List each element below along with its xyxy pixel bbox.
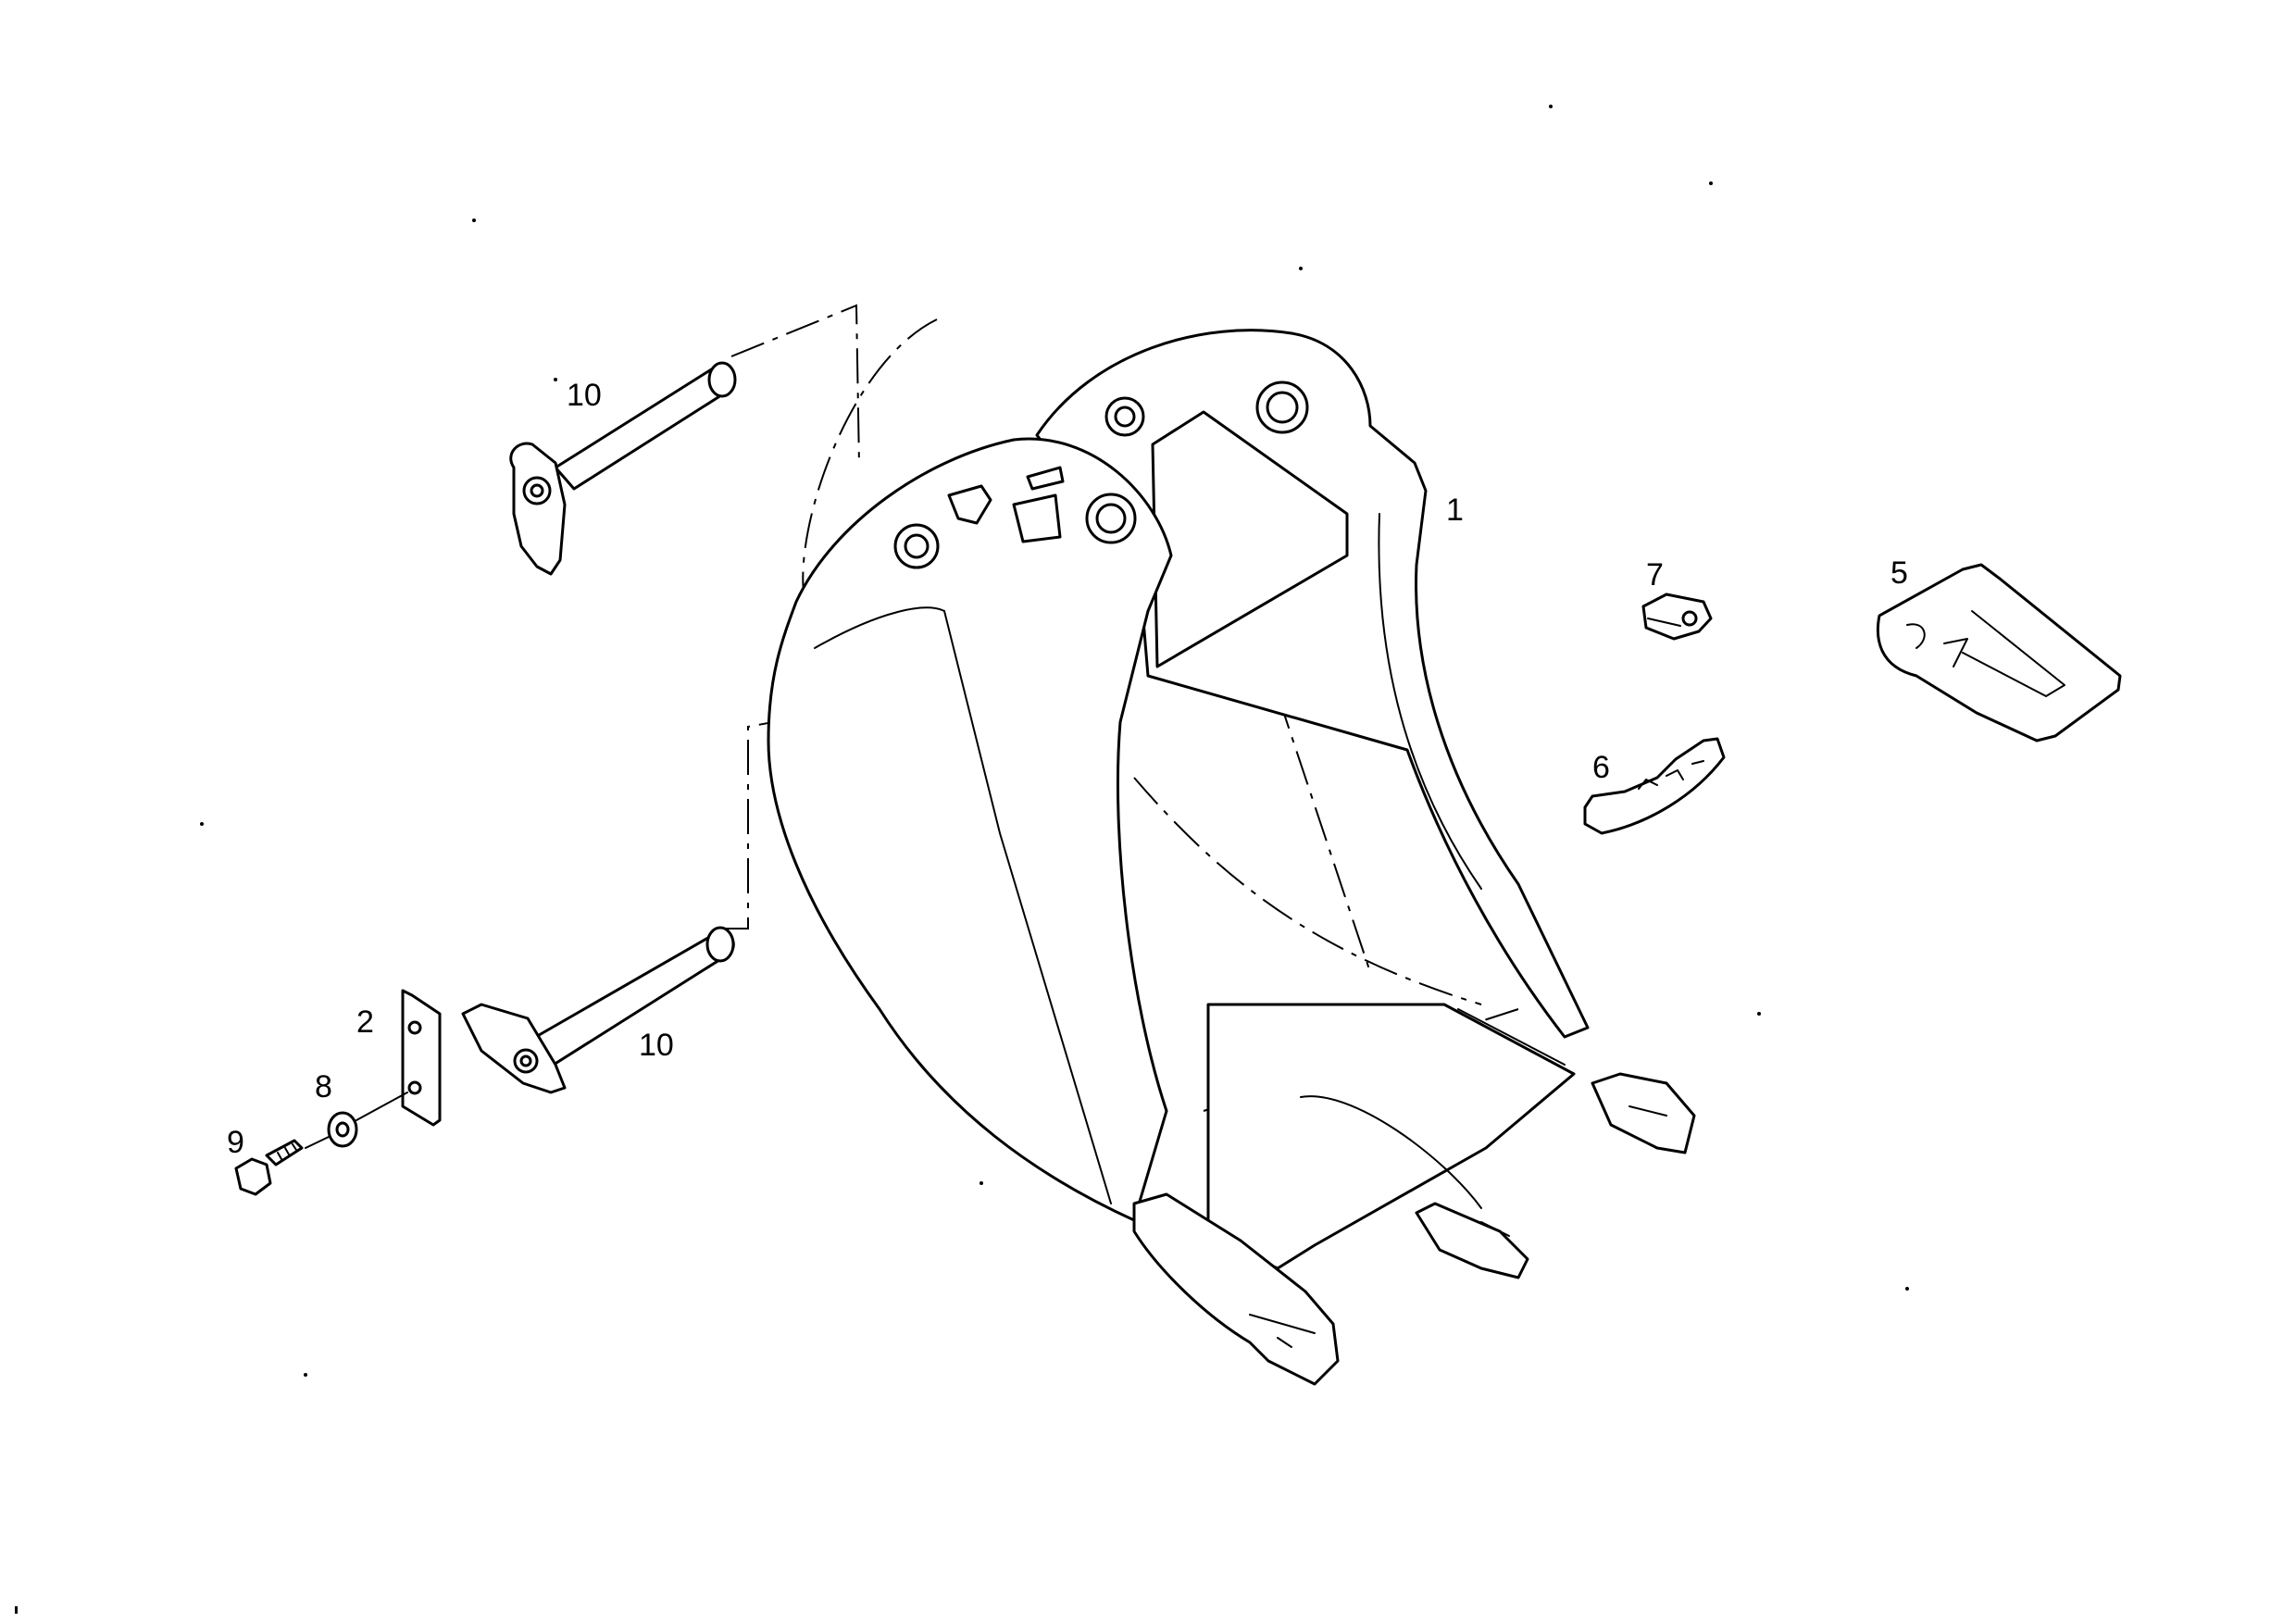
callout-10-upper: 10 bbox=[567, 378, 602, 413]
callout-2: 2 bbox=[356, 1004, 374, 1040]
callout-10-lower: 10 bbox=[639, 1028, 674, 1063]
washer bbox=[305, 1111, 358, 1149]
callout-7: 7 bbox=[1646, 557, 1664, 593]
callout-labels: 1 2 5 6 7 8 9 10 10 bbox=[227, 378, 1908, 1160]
scan-specks bbox=[15, 105, 1909, 1614]
pin-lower bbox=[461, 926, 735, 1094]
pin-upper bbox=[509, 361, 737, 576]
callout-1: 1 bbox=[1446, 493, 1464, 528]
retainer bbox=[1641, 593, 1713, 641]
callout-6: 6 bbox=[1592, 750, 1610, 785]
callout-8: 8 bbox=[315, 1069, 332, 1104]
bucket bbox=[767, 329, 1696, 1386]
bolt bbox=[234, 1139, 304, 1196]
callout-5: 5 bbox=[1890, 555, 1908, 591]
side-cutter bbox=[1583, 737, 1726, 835]
tooth bbox=[1876, 563, 2122, 742]
callout-9: 9 bbox=[227, 1125, 244, 1160]
plate bbox=[356, 989, 442, 1127]
